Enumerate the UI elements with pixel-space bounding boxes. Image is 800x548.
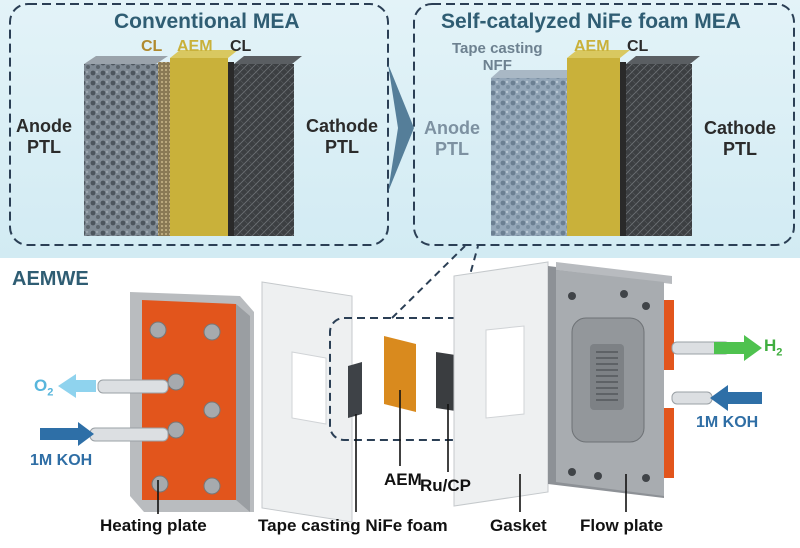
right-cl-label: CL [627, 38, 649, 55]
gasket-sheet [453, 261, 549, 507]
koh-out-label: 1M KOH [696, 414, 759, 431]
aem-layer-right [567, 58, 620, 236]
left-panel-title: Conventional MEA [114, 10, 300, 33]
right-panel-title: Self-catalyzed NiFe foam MEA [441, 10, 741, 33]
transition-arrow [388, 64, 414, 192]
nff-block [491, 78, 567, 236]
heating-plate [130, 292, 254, 512]
left-aem-label: AEM [177, 38, 213, 55]
left-cl-label: CL [141, 38, 163, 55]
heating-plate-label: Heating plate [100, 516, 207, 535]
o2-label: O2 [34, 376, 54, 399]
ru-cp-label: Ru/CP [420, 476, 471, 495]
conventional-mea-panel [9, 3, 389, 246]
flow-plate [548, 262, 674, 498]
aemwe-label: AEMWE [12, 268, 89, 290]
aem-layer [170, 58, 228, 236]
left-cl-right-label: CL [230, 38, 252, 55]
anode-ptl-block [84, 64, 158, 236]
nife-foam-sheet [261, 281, 353, 523]
koh-out-arrow [710, 385, 762, 411]
cathode-ptl-block-right [626, 64, 692, 236]
aem-sheet [384, 336, 416, 412]
cathode-cl-layer [228, 62, 234, 236]
h2-label: H2 [764, 336, 783, 359]
koh-in-arrow [40, 422, 94, 446]
anode-cl-layer [158, 62, 170, 236]
h2-arrow [714, 335, 762, 361]
aem-component-label: AEM [384, 470, 422, 489]
cl-layer-right [620, 62, 626, 236]
koh-in-label: 1M KOH [30, 452, 93, 469]
small-nife-foam [348, 362, 362, 418]
cathode-ptl-block [234, 64, 294, 236]
nife-foam-label: Tape casting NiFe foam [258, 516, 448, 535]
flow-plate-label: Flow plate [580, 516, 664, 535]
gasket-label: Gasket [490, 516, 547, 535]
right-aem-label: AEM [574, 38, 610, 55]
nife-mea-panel [413, 3, 795, 246]
o2-arrow [58, 374, 96, 398]
